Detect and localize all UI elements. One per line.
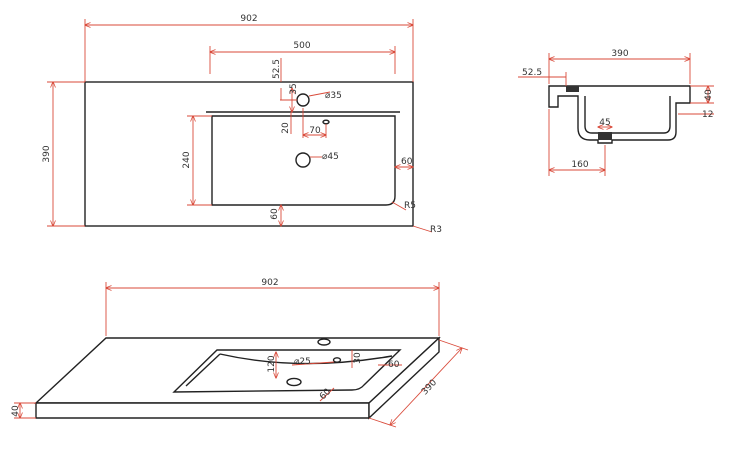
dim-top-390: 390 [42,82,85,226]
dim-section-390: 390 [549,49,690,84]
iso-basin-rim [172,349,402,393]
dim-top-35: 35 [280,83,299,112]
iso-view: 902 390 40 120 ⌀25 30 [11,278,469,428]
dim-top-500: 500 [210,41,395,74]
dim-label: 240 [182,151,192,168]
dim-section-45: 45 [598,118,612,128]
dim-top-60-front: 60 [270,205,281,226]
dim-label: ⌀45 [322,152,339,162]
top-view-basin-outline [211,115,396,206]
dim-label: 160 [571,160,588,170]
iso-overflow [332,357,342,363]
dim-top-60-right: 60 [395,157,413,167]
dim-label: 60 [388,360,400,370]
dim-label: 20 [281,122,291,134]
dim-label: 390 [420,378,439,398]
dim-section-40: 40 [690,86,714,103]
dim-label: 500 [293,41,310,51]
dim-section-52-5: 52.5 [518,68,567,86]
top-view-tap-hole [296,93,310,107]
dim-label: 12 [702,110,713,120]
iso-front-face [35,402,370,419]
dim-label: ⌀35 [325,91,342,101]
dim-label: 902 [240,14,257,24]
dim-label: R3 [430,225,442,235]
iso-basin-floor [219,353,393,365]
section-tap-block [566,86,579,92]
iso-tap-hole [317,338,331,346]
dim-top-240: 240 [182,116,212,205]
dim-label: 390 [611,49,628,59]
dim-label: 70 [309,126,321,136]
dim-iso-40: 40 [11,403,36,418]
dim-iso-60-side: 60 [378,360,402,370]
dim-label: 52.5 [272,59,282,79]
section-drain-block [598,132,612,140]
dim-label: ⌀25 [294,357,311,367]
iso-drain-hole [286,377,302,387]
dim-label: 52.5 [522,68,542,78]
dim-top-70: 70 [303,108,326,138]
dim-top-52-5: 52.5 [272,58,282,100]
dim-label: 35 [289,83,299,94]
top-view-overflow [322,119,330,125]
section-profile-inner [584,96,671,134]
dim-iso-tap-hole: ⌀25 [291,357,335,367]
iso-basin-inner [185,353,221,387]
dim-top-20: 20 [281,112,292,134]
dim-label: 60 [401,157,413,167]
dim-label: 390 [42,145,52,162]
dim-label: 40 [704,89,714,101]
dim-label: 30 [353,352,363,364]
dim-iso-902: 902 [106,278,439,336]
section-profile-outer [548,85,691,144]
dim-top-tap-hole: ⌀35 [308,91,342,101]
dim-top-902: 902 [85,14,413,82]
dim-iso-30: 30 [351,350,363,368]
dim-label: 60 [270,208,280,220]
dim-label: 902 [261,278,278,288]
dim-label: 120 [267,355,277,372]
top-view: 902 500 390 52.5 35 [42,14,442,235]
dim-top-r3: R3 [412,225,442,235]
section-view: 390 52.5 40 12 45 160 [518,49,714,176]
dim-label: 40 [11,405,21,417]
dim-label: R5 [404,201,416,211]
dim-label: 45 [599,118,610,128]
top-view-drain-hole [295,152,311,168]
dim-top-r5: R5 [391,201,416,211]
dim-section-160: 160 [549,109,605,176]
top-view-countertop-outline [84,81,414,227]
dim-iso-120: 120 [267,352,277,378]
dim-top-drain-hole: ⌀45 [310,152,339,162]
dim-section-12: 12 [678,110,714,120]
